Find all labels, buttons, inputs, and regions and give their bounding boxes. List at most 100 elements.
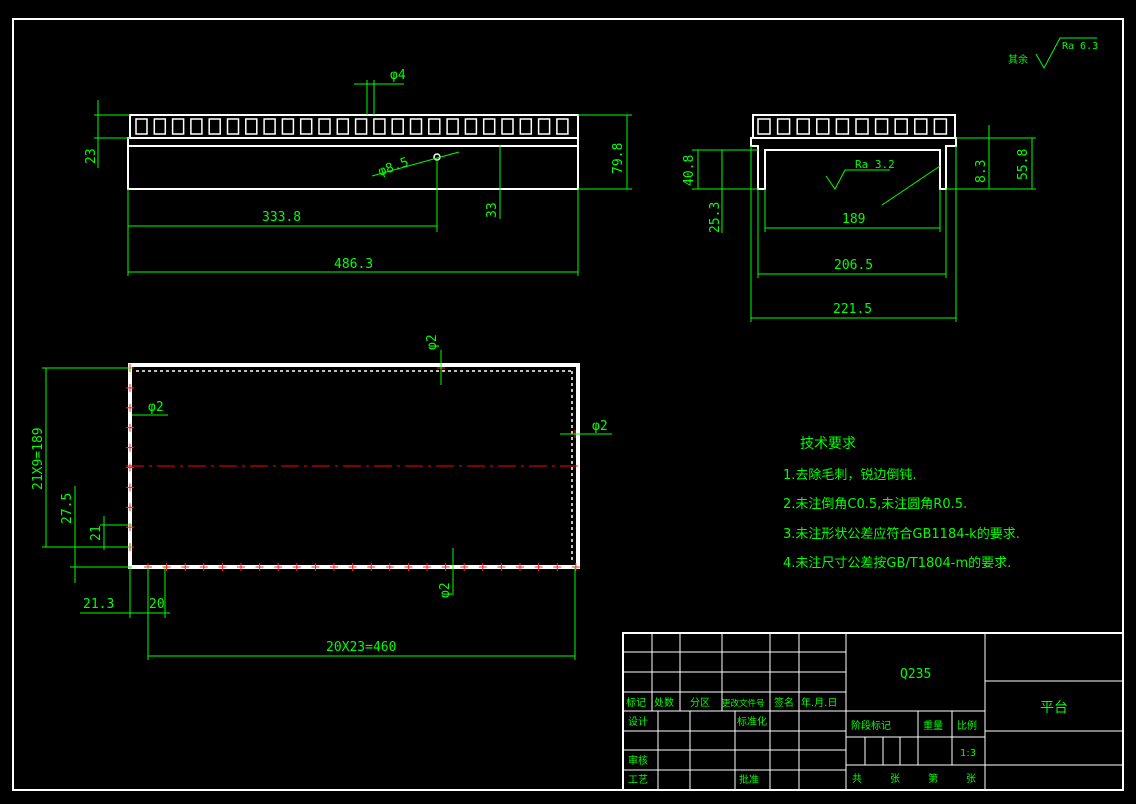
side-slot xyxy=(933,118,948,135)
roughness-ra32-text: Ra 3.2 xyxy=(855,158,895,171)
front-slot xyxy=(190,118,203,135)
dim-221-5-text: 221.5 xyxy=(833,302,872,317)
front-slot xyxy=(501,118,514,135)
side-slot xyxy=(796,118,810,135)
front-slot xyxy=(208,118,221,135)
dim-333-8-text: 333.8 xyxy=(262,210,301,225)
dim-20x23-text: 20X23=460 xyxy=(326,640,396,655)
tb-scale-value: 1:3 xyxy=(960,748,976,759)
front-slot xyxy=(226,118,240,135)
front-slot xyxy=(318,118,331,135)
front-top-rail xyxy=(127,137,579,147)
dim-phi4-text: φ4 xyxy=(390,68,406,83)
front-slot xyxy=(336,118,350,135)
hole-marks xyxy=(126,364,580,571)
dim-55-8-text: 55.8 xyxy=(1016,149,1031,180)
tb-total-sheets: 共 xyxy=(852,773,862,785)
tb-sheet-no: 第 xyxy=(928,772,938,785)
dim-phi2-top-text: φ2 xyxy=(425,334,440,350)
front-slot xyxy=(391,118,404,135)
front-slot xyxy=(245,118,258,135)
tech-req-item: 1.去除毛刺，锐边倒钝. xyxy=(783,468,917,483)
front-slot xyxy=(409,118,423,135)
front-slot xyxy=(354,118,368,135)
title-block: 标记 处数 分区 更改文件号 签名 年.月.日 设计 标准化 审核 工艺 批准 … xyxy=(622,632,1124,791)
dim-phi2-left-text: φ2 xyxy=(148,400,164,415)
front-slot xyxy=(373,118,386,135)
side-slot xyxy=(835,118,850,135)
dim-phi2-bottom-text: φ2 xyxy=(438,582,453,598)
tb-process: 工艺 xyxy=(628,774,648,786)
tb-header: 处数 xyxy=(654,696,674,709)
front-slot xyxy=(281,118,295,135)
front-slot xyxy=(446,118,459,135)
dim-phi8-5-text: φ8.5 xyxy=(376,155,411,180)
dim-33-text: 33 xyxy=(485,202,500,218)
dim-79-8-text: 79.8 xyxy=(611,143,626,174)
front-slot xyxy=(171,118,185,135)
dim-phi2-right-text: φ2 xyxy=(592,419,608,434)
tech-req-item: 2.未注倒角C0.5,未注圆角R0.5. xyxy=(783,497,967,512)
title-block-grid xyxy=(623,633,1123,790)
dim-21-text: 21 xyxy=(89,525,104,541)
side-view: 40.8 25.3 Ra 3.2 8.3 55.8 189 206.5 221.… xyxy=(682,114,1036,322)
front-slot xyxy=(153,118,167,135)
tb-header: 签名 xyxy=(774,696,794,709)
dim-20-text: 20 xyxy=(149,597,165,612)
dim-21x9-text: 21X9=189 xyxy=(31,427,46,490)
roughness-note-value: Ra 6.3 xyxy=(1062,41,1098,52)
front-slot xyxy=(263,118,276,135)
front-slot xyxy=(428,118,441,135)
roughness-note: 其余 Ra 6.3 xyxy=(1008,37,1098,70)
tb-review: 审核 xyxy=(628,754,648,767)
side-slot xyxy=(776,118,791,135)
side-slot xyxy=(914,118,928,135)
tb-header: 分区 xyxy=(690,697,710,709)
roughness-ra32-leader xyxy=(881,165,941,206)
dim-27-5-text: 27.5 xyxy=(60,493,75,524)
dim-8-3-text: 8.3 xyxy=(974,160,989,183)
side-slot xyxy=(757,118,771,135)
front-slot xyxy=(482,118,496,135)
dim-25-3-text: 25.3 xyxy=(708,202,723,233)
roughness-ra63-symbol xyxy=(1035,37,1097,70)
tb-stage-mark: 阶段标记 xyxy=(851,719,891,732)
front-slot xyxy=(135,118,148,135)
tb-weight: 重量 xyxy=(923,719,943,732)
side-slots xyxy=(757,118,948,135)
tb-sheet-no-unit: 张 xyxy=(966,773,976,785)
dim-40-8-text: 40.8 xyxy=(682,155,697,186)
tb-header: 更改文件号 xyxy=(722,698,765,709)
dim-21-3-text: 21.3 xyxy=(83,597,114,612)
front-slots xyxy=(135,118,569,135)
side-profile xyxy=(750,137,957,190)
dim-23-text: 23 xyxy=(84,148,99,164)
roughness-ra32-symbol xyxy=(825,169,890,190)
tech-requirements: 技术要求 1.去除毛刺，锐边倒钝. 2.未注倒角C0.5,未注圆角R0.5. 3… xyxy=(783,436,1020,571)
drawing-frame xyxy=(12,18,1124,791)
tech-req-item: 3.未注形状公差应符合GB1184-k的要求. xyxy=(783,526,1020,542)
roughness-note-label: 其余 xyxy=(1008,53,1028,66)
tb-design: 设计 xyxy=(628,715,648,728)
front-view: φ4 23 79.8 φ8.5 33 333.8 486.3 xyxy=(84,68,632,276)
side-slot xyxy=(894,118,908,135)
tech-req-item: 4.未注尺寸公差按GB/T1804-m的要求. xyxy=(783,555,1011,571)
front-slot xyxy=(299,118,313,135)
side-slot xyxy=(874,118,889,135)
dim-phi8-5-leader xyxy=(371,151,460,177)
front-slot xyxy=(519,118,533,135)
tech-req-title: 技术要求 xyxy=(800,436,856,452)
tb-scale: 比例 xyxy=(957,719,977,732)
tb-header: 标记 xyxy=(626,697,646,709)
tb-approval: 批准 xyxy=(739,773,759,786)
tb-header: 年.月.日 xyxy=(801,696,837,709)
side-slot xyxy=(855,118,869,135)
front-slot xyxy=(556,118,569,135)
tb-sheets: 张 xyxy=(890,773,900,785)
dim-189-text: 189 xyxy=(842,212,865,227)
dim-206-5-text: 206.5 xyxy=(834,258,873,273)
front-slot xyxy=(537,118,551,135)
tb-material: Q235 xyxy=(900,667,931,682)
top-view: φ2 φ2 φ2 φ2 21X9=189 27.5 21 21.3 20 xyxy=(31,334,612,660)
